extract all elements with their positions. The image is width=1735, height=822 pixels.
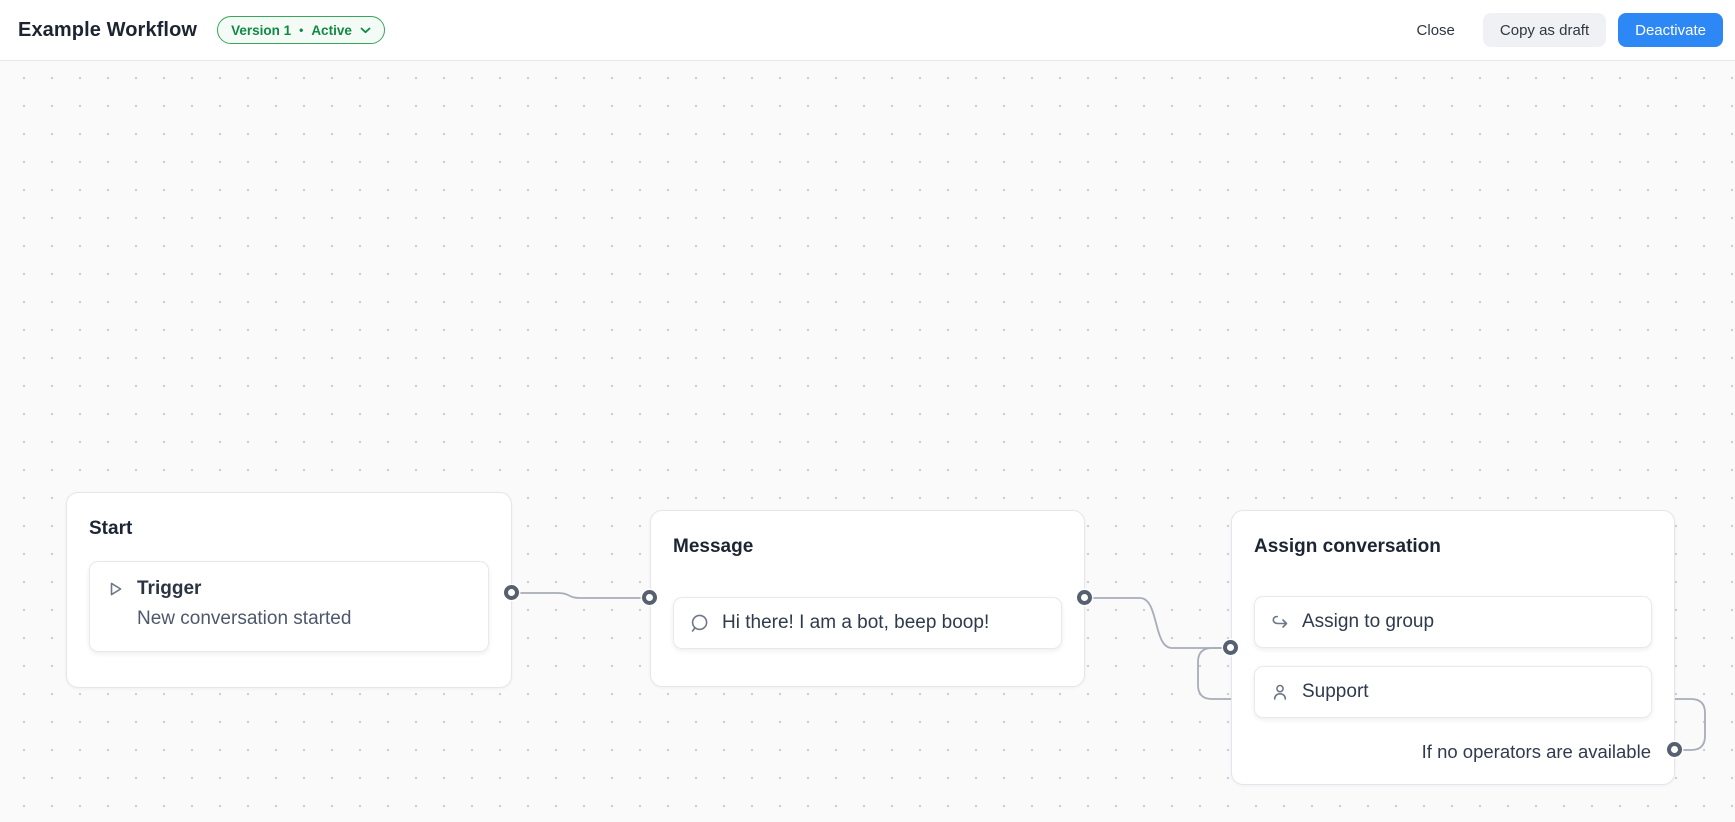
port-message-input[interactable] (642, 590, 657, 605)
fallback-label: If no operators are available (1421, 741, 1651, 762)
message-step-card[interactable]: Hi there! I am a bot, beep boop! (673, 597, 1062, 649)
support-team-label: Support (1302, 681, 1369, 702)
trigger-step-card[interactable]: Trigger New conversation started (89, 561, 489, 652)
trigger-step-title: Trigger (137, 578, 202, 599)
node-assign-conversation[interactable]: Assign conversation Assign to group Supp… (1231, 510, 1675, 785)
assign-to-group-label: Assign to group (1302, 611, 1435, 632)
port-start-output[interactable] (504, 585, 519, 600)
edge-start-to-message (512, 592, 650, 599)
node-start-title: Start (89, 518, 133, 539)
support-team-step-card[interactable]: Support (1254, 666, 1652, 718)
version-status-badge[interactable]: Version 1 • Active (217, 16, 385, 44)
version-label: Version 1 (231, 22, 292, 38)
trigger-step-row: Trigger (105, 574, 473, 604)
message-step-text: Hi there! I am a bot, beep boop! (722, 612, 990, 633)
chevron-down-icon (360, 27, 371, 34)
page-title: Example Workflow (18, 18, 198, 41)
port-assign-input[interactable] (1223, 640, 1238, 655)
assign-to-group-step-card[interactable]: Assign to group (1254, 596, 1652, 648)
node-message-title: Message (673, 536, 754, 557)
top-bar: Example Workflow Version 1 • Active Clos… (0, 0, 1735, 61)
badge-separator-dot: • (299, 23, 304, 37)
port-assign-fallback-output[interactable] (1667, 742, 1682, 757)
node-start[interactable]: Start Trigger New conversation started (66, 492, 512, 688)
copy-as-draft-button[interactable]: Copy as draft (1482, 13, 1607, 47)
port-message-output[interactable] (1077, 590, 1092, 605)
status-label: Active (311, 22, 352, 38)
chat-bubble-icon (689, 613, 710, 634)
assign-arrow-icon (1270, 612, 1290, 632)
deactivate-button[interactable]: Deactivate (1618, 13, 1723, 47)
node-assign-title: Assign conversation (1254, 536, 1441, 557)
play-icon (105, 579, 125, 599)
node-message[interactable]: Message Hi there! I am a bot, beep boop! (650, 510, 1085, 687)
trigger-step-subtitle: New conversation started (137, 608, 352, 629)
workflow-canvas[interactable]: Start Trigger New conversation started M… (0, 61, 1735, 822)
close-button[interactable]: Close (1407, 14, 1465, 47)
person-icon (1270, 682, 1290, 702)
edge-message-to-assign (1085, 597, 1231, 649)
